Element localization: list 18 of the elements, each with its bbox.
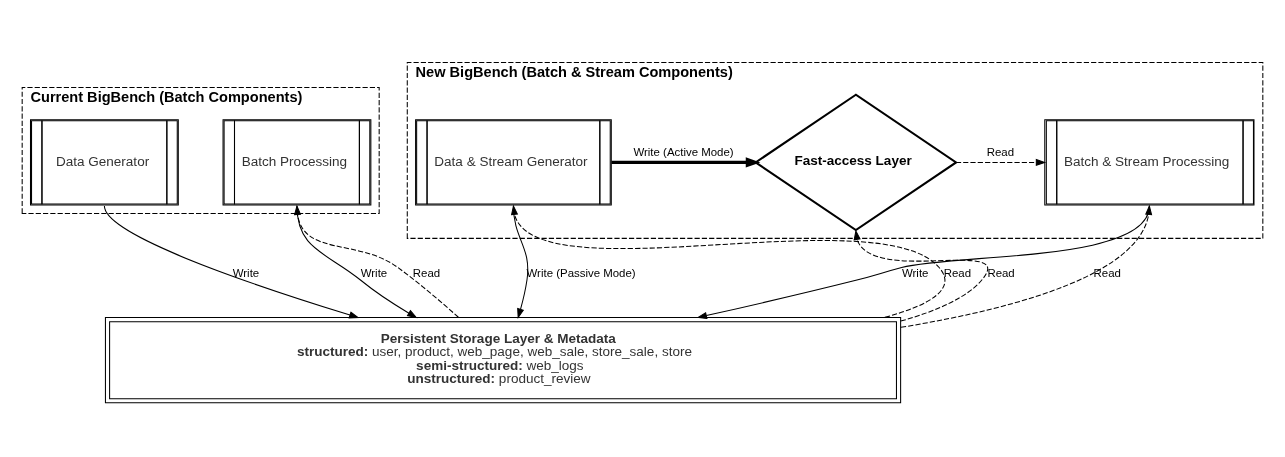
arrow <box>103 205 360 319</box>
arrow <box>900 204 1153 328</box>
edge-label: Write <box>360 266 388 279</box>
edge-label: Read <box>943 266 972 279</box>
node-box: Persistent Storage Layer & Metadata structured: user, product, web_page, web_sale, store_sale, store semi-structured: web_logs unstructured: product_review <box>104 316 902 404</box>
arrow <box>510 204 946 318</box>
edge-label: Write <box>901 266 929 279</box>
edge-label: Read <box>412 266 441 279</box>
arrow <box>853 229 988 322</box>
edge-label: Write (Active Mode) <box>633 145 734 158</box>
arrow <box>955 158 1047 167</box>
edge-label: Read <box>986 145 1015 158</box>
edge-label: Read <box>987 266 1015 279</box>
edge-label: Write <box>232 266 260 279</box>
arrow <box>512 205 529 319</box>
arrow <box>293 204 459 318</box>
arrow <box>611 157 761 168</box>
edge-label: Read <box>1093 266 1121 279</box>
